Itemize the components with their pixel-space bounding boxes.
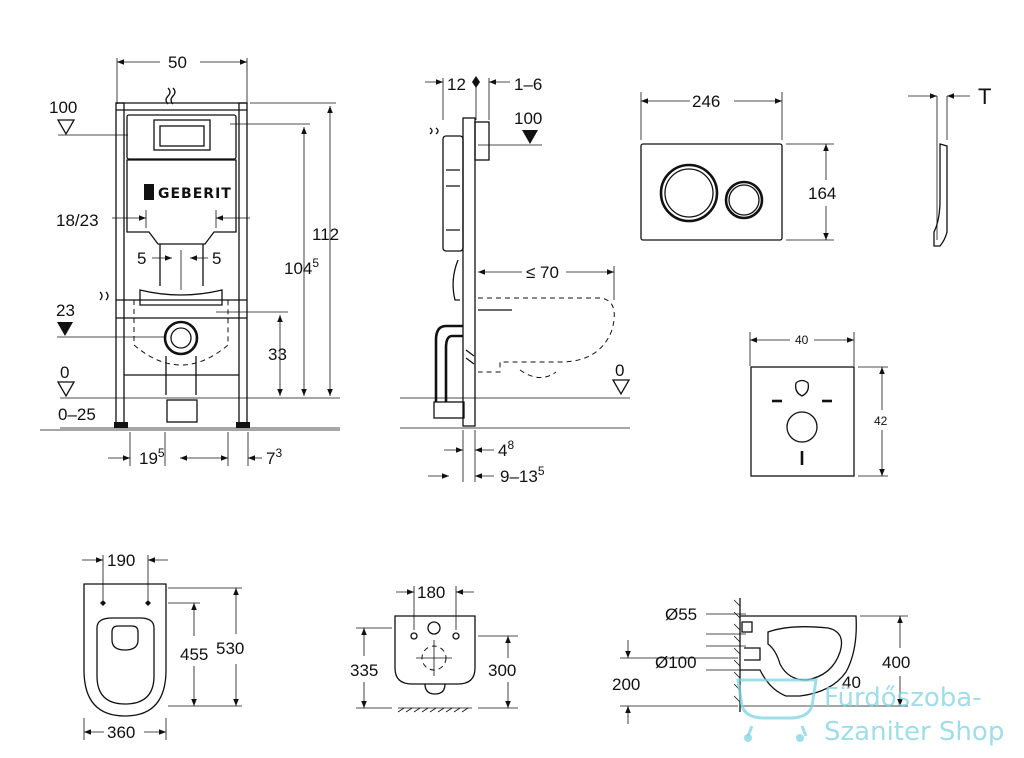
- dim-depth-1-6: 1–6: [514, 75, 542, 94]
- side-view: 12 1–6 100 ≤ 70 0: [400, 75, 631, 486]
- brand-logo-text: GEBERIT: [158, 186, 232, 202]
- dim-bowl-455: 455: [180, 645, 208, 664]
- dim-flush-outlet: 18/23: [56, 211, 99, 230]
- watermark: Fürdőszoba- Szaniter Shop: [736, 678, 1004, 747]
- dim-side-200: 200: [612, 675, 640, 694]
- dim-side-400: 400: [882, 653, 910, 672]
- dim-bottom-a: 48: [498, 438, 514, 460]
- bowl-back-view: 180 335 300: [350, 583, 518, 713]
- dim-width-50: 50: [168, 53, 187, 72]
- dim-back-180: 180: [417, 583, 445, 602]
- dim-back-335: 335: [350, 661, 378, 680]
- bowl-top-view: 190 455 530 360: [82, 551, 244, 742]
- dim-bowl-360: 360: [107, 723, 135, 742]
- bubble-icon: [796, 734, 804, 742]
- dim-height-112: 112: [312, 225, 339, 244]
- dim-depth-12: 12: [447, 75, 466, 94]
- level-23-label: 23: [56, 301, 75, 320]
- flush-plate-view: 246 164 T: [640, 84, 991, 247]
- dim-bottom-b: 9–135: [500, 464, 545, 486]
- dim-height-33: 33: [268, 345, 287, 364]
- dim-back-300: 300: [488, 661, 516, 680]
- floor-range-label: 0–25: [58, 405, 96, 424]
- dim-offset-right: 5: [212, 249, 221, 268]
- dim-plate-thickness: T: [978, 84, 991, 109]
- dim-side-40: 40: [842, 673, 861, 692]
- bowl-side-view: Ø55 Ø100 200 400 40: [612, 598, 910, 724]
- dim-bottom-left: 195: [139, 446, 165, 468]
- side-level-100-label: 100: [514, 109, 542, 128]
- dim-projection: ≤ 70: [526, 263, 559, 282]
- dim-offset-left: 5: [137, 249, 146, 268]
- dim-bottom-right: 73: [266, 446, 282, 468]
- watermark-line-1: Fürdőszoba-: [824, 683, 982, 713]
- watermark-line-2: Szaniter Shop: [824, 717, 1004, 747]
- dim-side-d100: Ø100: [655, 653, 697, 672]
- dim-plate-height: 164: [808, 184, 836, 203]
- bathtub-icon: [736, 678, 818, 737]
- dim-bowl-190: 190: [107, 551, 135, 570]
- dim-side-d55: Ø55: [665, 605, 697, 624]
- level-100-label: 100: [49, 98, 77, 117]
- dim-height-104: 1045: [284, 256, 319, 278]
- dim-pad-height: 42: [874, 414, 888, 428]
- bubble-icon: [744, 734, 752, 742]
- level-zero-label: 0: [60, 363, 69, 382]
- dim-bowl-530: 530: [216, 639, 244, 658]
- side-level-zero-label: 0: [615, 361, 624, 380]
- dim-plate-width: 246: [692, 92, 720, 111]
- front-view: 50 GEBERIT 100: [40, 53, 340, 468]
- dim-pad-width: 40: [795, 333, 809, 347]
- sound-pad-view: 40 42: [749, 332, 888, 477]
